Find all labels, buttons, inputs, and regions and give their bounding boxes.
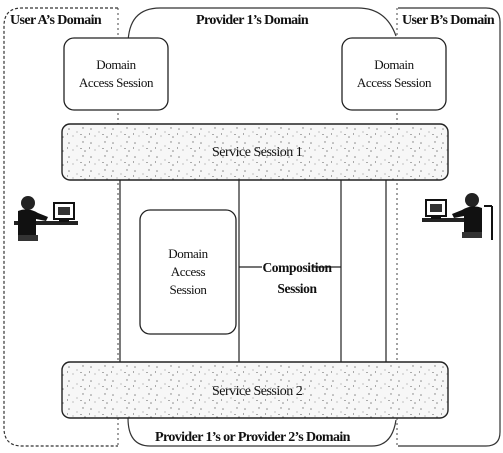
access-session-left-label: Domain Access Session — [64, 56, 168, 92]
user-a-domain-boundary — [3, 7, 118, 447]
access-session-box-middle — [139, 209, 237, 335]
composition-session-label: Composition Session — [248, 257, 346, 299]
user-a-domain-label: User A’s Domain — [10, 13, 102, 28]
provider-bottom-domain-label: Provider 1’s or Provider 2’s Domain — [155, 430, 350, 445]
composition-session-line1: Composition — [262, 260, 332, 275]
access-session-middle-label: Domain Access Session — [140, 245, 236, 299]
service-session-2-band — [61, 361, 449, 419]
user-b-domain-label: User B’s Domain — [402, 13, 495, 28]
user-b-icon — [422, 193, 493, 240]
composition-session-line2: Session — [277, 281, 317, 296]
provider-bottom-domain-boundary — [127, 417, 397, 447]
access-session-box-right — [341, 37, 447, 111]
provider-1-domain-boundary — [127, 7, 397, 46]
access-session-middle-line3: Session — [169, 282, 207, 297]
access-session-right-label: Domain Access Session — [342, 56, 446, 92]
access-session-box-left — [63, 37, 169, 111]
access-session-left-line2: Access Session — [78, 75, 154, 90]
access-session-left-line1: Domain — [96, 57, 136, 72]
user-b-domain-boundary — [398, 7, 501, 447]
access-session-middle-line1: Domain — [168, 246, 208, 261]
service-session-1-band — [61, 123, 449, 181]
service-session-2-label: Service Session 2 — [212, 384, 303, 399]
access-session-middle-line2: Access — [170, 264, 206, 279]
access-session-right-line2: Access Session — [356, 75, 432, 90]
access-session-right-line1: Domain — [374, 57, 414, 72]
service-session-1-label: Service Session 1 — [212, 145, 303, 160]
user-a-icon — [14, 196, 78, 241]
provider-1-domain-label: Provider 1’s Domain — [196, 13, 309, 28]
